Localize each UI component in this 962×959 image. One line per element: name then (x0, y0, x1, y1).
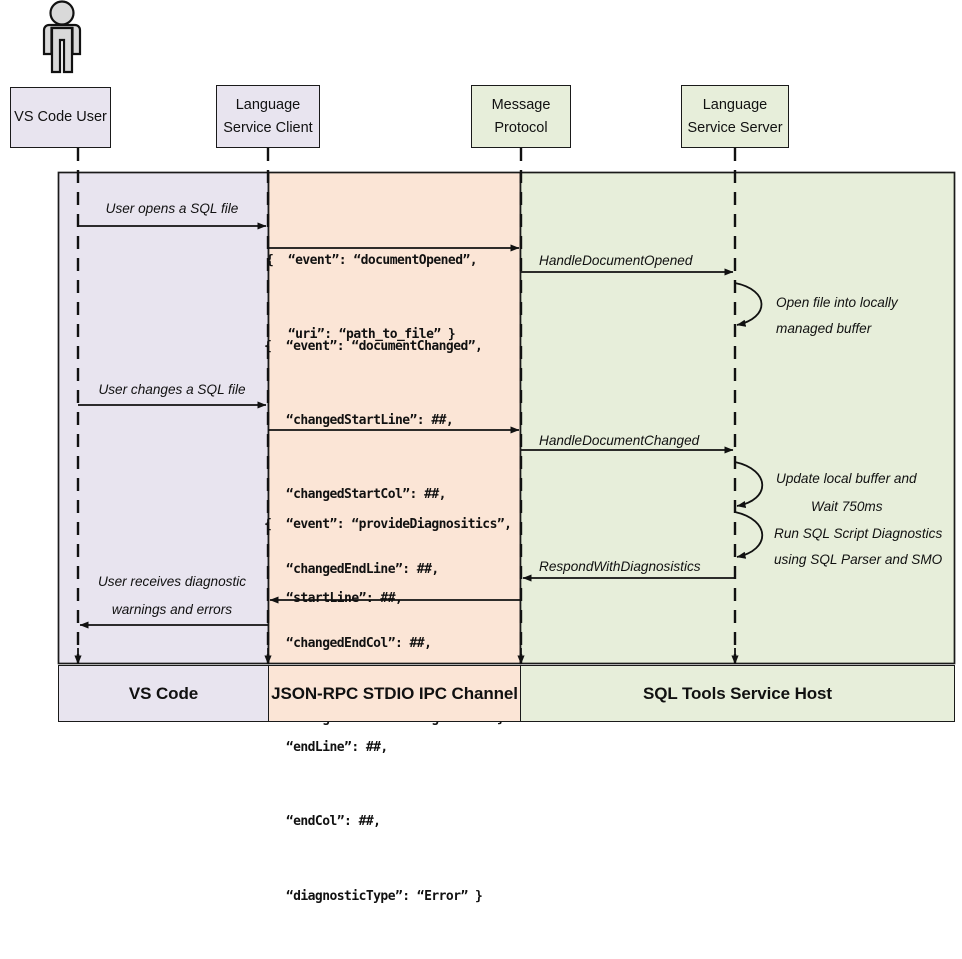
message-label-user-receives-diagnostics-line1: User receives diagnostic (97, 574, 247, 589)
message-label-respond-with-diagnosistics: RespondWithDiagnosistics (539, 559, 701, 574)
footer-label: JSON-RPC STDIO IPC Channel (271, 683, 518, 703)
footer-box-service-host[interactable]: SQL Tools Service Host (520, 665, 955, 722)
participant-label-line: Message (491, 97, 551, 114)
payload-line: “changedStartLine”: ##, (264, 412, 454, 428)
participant-label-line: Protocol (494, 119, 548, 136)
payload-document-opened: { “event”: “documentOpened”, “uri”: “pat… (266, 199, 478, 397)
stick-figure-actor (42, 0, 82, 74)
payload-line: “startLine”: ##, (264, 590, 403, 606)
participant-label-line: Service Client (223, 119, 313, 136)
payload-line: { “event”: “documentOpened”, (266, 252, 478, 268)
message-label-user-opens-file: User opens a SQL file (105, 201, 239, 216)
footer-label: VS Code (128, 683, 199, 703)
participant-box-vs-code-user[interactable]: VS Code User (10, 87, 111, 148)
note-update-buffer-wait-line2: Wait 750ms (811, 499, 883, 514)
payload-line: “changedEndCol”: ##, (264, 636, 432, 652)
note-update-buffer-wait-line1: Update local buffer and (776, 471, 917, 486)
note-open-file-into-buffer-line2: managed buffer (776, 321, 872, 336)
participant-box-language-service-server[interactable]: Language Service Server (681, 85, 789, 148)
message-label-user-receives-diagnostics-line2: warnings and errors (111, 602, 233, 617)
band-vs-code (57, 171, 270, 665)
message-label-user-changes-file: User changes a SQL file (98, 382, 246, 397)
selfcall-run-sql-script-diagnostics (734, 511, 764, 559)
band-ipc (267, 171, 522, 665)
message-label-handle-document-changed: HandleDocumentChanged (539, 433, 700, 448)
payload-line: “changedEndLine”: ##, (264, 561, 439, 577)
payload-line: { “event”: “provideDiagnositics”, (264, 516, 512, 532)
diagram-canvas (42, 0, 956, 665)
note-run-sql-script-diagnostics-line2: using SQL Parser and SMO (774, 552, 943, 567)
participant-label-line: VS Code User (14, 109, 107, 126)
payload-line: “uri”: “path_to_file” } (266, 326, 456, 342)
participant-box-language-service-client[interactable]: Language Service Client (216, 85, 320, 148)
selfcall-open-file-into-buffer (734, 282, 763, 327)
payload-line: “endCol”: ##, (264, 814, 381, 830)
footer-label: SQL Tools Service Host (643, 683, 832, 703)
payload-line: { “event”: “documentChanged”, (264, 338, 483, 354)
payload-line: “diagnosticType”: “Error” } (264, 888, 483, 904)
note-open-file-into-buffer-line1: Open file into locally (776, 295, 898, 310)
note-run-sql-script-diagnostics-line1: Run SQL Script Diagnostics (774, 526, 943, 541)
band-service-host (519, 171, 956, 665)
message-label-handle-document-opened: HandleDocumentOpened (539, 253, 693, 268)
footer-box-vs-code[interactable]: VS Code (58, 665, 269, 722)
selfcall-update-buffer-wait (734, 461, 764, 509)
participant-label-line: Language (235, 97, 301, 114)
payload-line: “changedStartCol”: ##, (264, 487, 447, 503)
footer-box-ipc[interactable]: JSON-RPC STDIO IPC Channel (268, 665, 521, 722)
participant-box-message-protocol[interactable]: Message Protocol (471, 85, 571, 148)
sequence-diagram: VS Code User Language Service Client Mes… (10, 0, 956, 904)
participant-label-line: Language (702, 97, 768, 114)
payload-line: “endLine”: ##, (264, 739, 388, 755)
participant-label-line: Service Server (687, 119, 783, 136)
